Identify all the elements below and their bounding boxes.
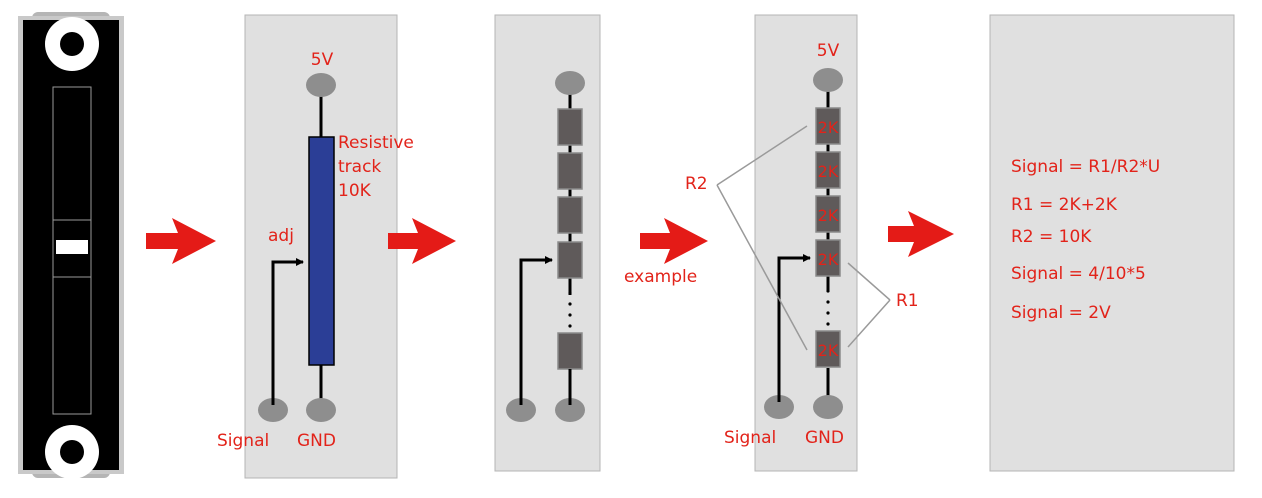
resistor-2k (815, 195, 841, 233)
pad-signal (506, 398, 536, 422)
pad-5v (306, 73, 336, 97)
resistive-track (308, 136, 335, 366)
resistor-label: 2K (818, 118, 839, 137)
resistor-2k (815, 151, 841, 189)
pad-signal (258, 398, 288, 422)
resistor (557, 332, 583, 370)
flow-arrow-1 (146, 218, 216, 264)
resistor-label: 2K (818, 341, 839, 360)
resistor-2k (815, 239, 841, 277)
pad-gnd (555, 398, 585, 422)
flow-arrow-4 (888, 211, 954, 257)
label-5v: 5V (311, 50, 334, 70)
wiper-line (777, 254, 811, 402)
wiper-line (271, 258, 304, 405)
pad-signal (764, 395, 794, 419)
pad-gnd (813, 395, 843, 419)
panel-resistive-track: 5V Resistive track 10K adj Signal GND (217, 14, 414, 479)
label-example: example (624, 267, 697, 287)
label-signal: Signal (217, 431, 269, 451)
ellipsis-dots (826, 289, 830, 326)
label-10k: 10K (338, 181, 372, 201)
ellipsis-dots (568, 291, 572, 328)
resistor (557, 241, 583, 279)
label-gnd: GND (297, 431, 336, 451)
formula-line: Signal = R1/R2*U (1011, 157, 1160, 177)
resistor-label: 2K (818, 162, 839, 181)
panel-resistor-chain (494, 14, 601, 472)
resistor (557, 196, 583, 234)
label-r2: R2 (685, 174, 708, 194)
resistor-2k (815, 107, 841, 145)
formula-line: R2 = 10K (1011, 227, 1092, 247)
pad-gnd (306, 398, 336, 422)
flow-arrow-3: example (624, 218, 708, 287)
resistor-label: 2K (818, 250, 839, 269)
label-gnd: GND (805, 428, 844, 448)
r2-bracket (716, 125, 808, 351)
resistor-label: 2K (818, 206, 839, 225)
slider-knob (56, 240, 88, 254)
label-resistive: Resistive (338, 133, 414, 153)
label-r1: R1 (896, 291, 919, 311)
label-track: track (338, 157, 381, 177)
slider-slot (52, 86, 92, 415)
pad-top (555, 71, 585, 95)
panel-example-chain: 2K 2K 2K 2K 2K R2 R1 5V Signal GND (685, 14, 919, 472)
pad-5v (813, 68, 843, 92)
formula-line: Signal = 4/10*5 (1011, 264, 1146, 284)
flow-arrow-2 (388, 218, 456, 264)
formula-line: R1 = 2K+2K (1011, 195, 1118, 215)
formula-line: Signal = 2V (1011, 303, 1111, 323)
wiper-line (519, 256, 553, 405)
slide-potentiometer-illustration (18, 12, 124, 479)
resistor (557, 108, 583, 146)
label-5v: 5V (817, 41, 840, 61)
label-adj: adj (268, 226, 294, 246)
label-signal: Signal (724, 428, 776, 448)
resistor (557, 152, 583, 190)
r1-bracket (847, 262, 891, 348)
resistor-2k (815, 330, 841, 368)
panel-formulas: Signal = R1/R2*U R1 = 2K+2K R2 = 10K Sig… (989, 14, 1235, 472)
